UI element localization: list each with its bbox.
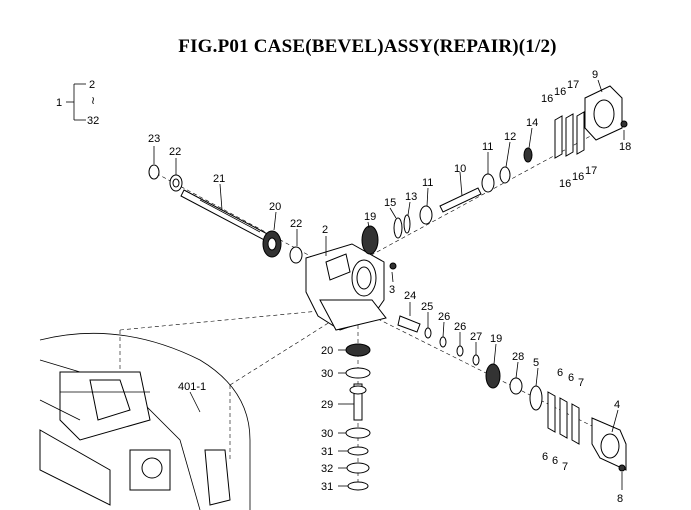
shaft-21 [180,189,276,245]
callout-7b: 7 [562,461,568,473]
deck-frame-401-1 [39,332,251,510]
figure-title: FIG.P01 CASE(BEVEL)ASSY(REPAIR)(1/2) [178,36,557,57]
bevel-gear-20b [345,343,371,357]
bracket-label: 1 [56,97,62,109]
callout-16a: 16 [541,93,553,105]
assembly-bracket: 1 2 ≀ 32 [56,79,99,127]
callout-13: 13 [405,191,417,203]
bearing-28 [509,377,523,395]
callout-19b: 19 [490,333,502,345]
callout-17b: 17 [585,165,597,177]
ring-26b [456,345,464,357]
callout-3: 3 [389,284,395,296]
callout-22b: 22 [290,218,302,230]
callout-28: 28 [512,351,524,363]
snap-ring-13 [403,214,411,234]
callout-19a: 19 [364,211,376,223]
shaft-10 [439,187,482,213]
callout-26b: 26 [454,321,466,333]
callout-9: 9 [592,69,598,81]
callout-16d: 16 [572,171,584,183]
callout-27: 27 [470,331,482,343]
bearing-11a [419,205,433,225]
callout-labels: 23 22 21 20 22 2 19 15 13 11 10 11 12 14… [148,69,631,505]
callout-29: 29 [321,399,333,411]
plug-3 [389,262,397,270]
callout-20a: 20 [269,201,281,213]
bracket-mid: ≀ [91,95,95,107]
callout-6b: 6 [568,372,574,384]
callout-20b: 20 [321,345,333,357]
callout-401-1: 401-1 [178,381,206,393]
bevel-case-2 [305,243,387,331]
snap-ring-23 [148,164,160,180]
callout-5: 5 [533,357,539,369]
bevel-gear-19a [361,225,379,255]
o-ring-5 [529,385,543,411]
callout-23: 23 [148,133,160,145]
oil-seal-14 [523,147,533,163]
oil-seal-32 [346,462,370,474]
bracket-bottom: 32 [87,115,99,127]
bracket-top: 2 [89,79,95,91]
callout-6c: 6 [542,451,548,463]
callout-22a: 22 [169,146,181,158]
bearing-30b [345,427,371,439]
callout-4: 4 [614,399,620,411]
callout-31a: 31 [321,446,333,458]
shims-6-7-lower [547,391,580,445]
callout-31b: 31 [321,481,333,493]
callout-26a: 26 [438,311,450,323]
ring-26a [439,336,447,348]
callout-12: 12 [504,131,516,143]
callout-14: 14 [526,117,538,129]
shims-16-17-upper [554,111,585,159]
callout-30b: 30 [321,428,333,440]
callout-17a: 17 [567,79,579,91]
bearing-22b [289,246,303,264]
bolt-18 [620,120,628,128]
callout-15: 15 [384,197,396,209]
ring-27 [472,354,480,366]
callout-2: 2 [322,224,328,236]
shim-15 [393,217,403,239]
callout-30a: 30 [321,368,333,380]
cover-9 [584,85,623,141]
callout-32: 32 [321,463,333,475]
snap-ring-31a [347,446,369,456]
collar-24 [397,315,421,333]
callout-16b: 16 [554,86,566,98]
callout-6a: 6 [557,367,563,379]
leader-lines [153,79,625,490]
callout-7a: 7 [578,377,584,389]
callout-24: 24 [404,290,416,302]
callout-10: 10 [454,163,466,175]
spacer-12 [499,166,511,184]
callout-11a: 11 [422,177,433,189]
callout-8: 8 [617,493,623,505]
bevel-gear-19b [485,363,501,389]
callout-6d: 6 [552,455,558,467]
bearing-11b [481,173,495,193]
callout-21: 21 [213,173,225,185]
bearing-30a [345,367,371,379]
snap-ring-31b [347,481,369,491]
callout-18: 18 [619,141,631,153]
ring-25 [424,327,432,339]
callout-11b: 11 [482,141,493,153]
callout-16c: 16 [559,178,571,190]
bolt-8 [618,464,626,472]
callout-25: 25 [421,301,433,313]
housing-4 [591,417,627,471]
